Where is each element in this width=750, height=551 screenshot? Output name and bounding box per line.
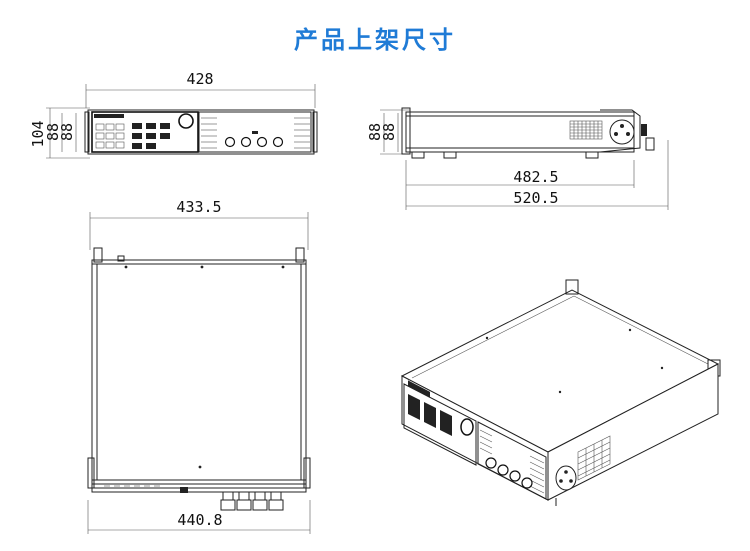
- dim-front-height: 104: [29, 120, 47, 147]
- dim-bottom-width: 440.8: [177, 511, 222, 529]
- dim-side-height-a: 88: [366, 123, 384, 141]
- dim-front-width: 428: [186, 70, 213, 88]
- isometric-view: [400, 279, 721, 506]
- dim-side-height-b: 88: [380, 123, 398, 141]
- page-title: 产品上架尺寸: [294, 26, 456, 54]
- dim-front-height-inner-b: 88: [58, 123, 76, 141]
- dim-side-depth-1: 482.5: [513, 168, 558, 186]
- side-view: 88 88: [366, 107, 669, 210]
- dim-side-depth-2: 520.5: [513, 189, 558, 207]
- front-view: 428 104 88 88: [29, 70, 318, 159]
- top-view: 433.5: [87, 198, 311, 534]
- dim-top-width: 433.5: [176, 198, 221, 216]
- dim-front-height-inner-a: 88: [44, 123, 62, 141]
